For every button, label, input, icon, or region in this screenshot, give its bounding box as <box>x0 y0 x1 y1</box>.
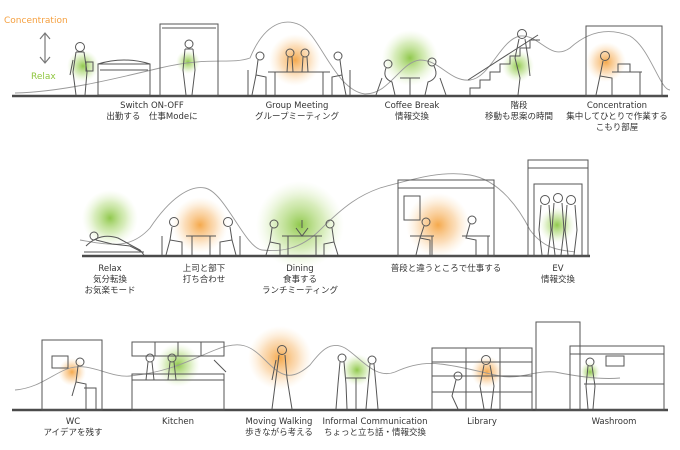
scene-washroom <box>536 322 664 410</box>
label-kitchen-en: Kitchen <box>162 417 194 428</box>
label-ev-en: EV <box>541 264 575 275</box>
label-relax-en: Relax <box>84 264 135 275</box>
label-dining-jp2: ランチミーティング <box>262 286 338 297</box>
label-coffee-break: Coffee Break 情報交換 <box>385 101 440 123</box>
label-stairs-jp: 移動も思案の時間 <box>485 112 553 123</box>
label-washroom-en: Washroom <box>592 417 637 428</box>
label-relax: Relax 気分転換 お気楽モード <box>84 264 135 297</box>
label-kitchen: Kitchen <box>162 417 194 428</box>
label-meeting-boss-en: 上司と部下 <box>183 264 226 275</box>
label-washroom: Washroom <box>592 417 637 428</box>
label-meeting-boss: 上司と部下 打ち合わせ <box>183 264 226 286</box>
label-stairs: 階段 移動も思案の時間 <box>485 101 553 123</box>
label-group-meeting-jp: グループミーティング <box>255 112 339 123</box>
legend-arrow <box>40 33 50 63</box>
label-switch-en: Switch ON-OFF <box>106 101 197 112</box>
label-moving-walking: Moving Walking 歩きながら考える <box>245 417 313 439</box>
label-coffee-break-jp: 情報交換 <box>385 112 440 123</box>
label-group-meeting: Group Meeting グループミーティング <box>255 101 339 123</box>
label-informal-en: Informal Communication <box>323 417 428 428</box>
label-switch-jp: 出勤する 仕事Modeに <box>106 112 197 123</box>
label-informal: Informal Communication ちょっと立ち話・情報交換 <box>323 417 428 439</box>
label-library: Library <box>467 417 497 428</box>
label-dining: Dining 食事する ランチミーティング <box>262 264 338 297</box>
label-concentration: Concentration 集中してひとりで作業する こもり部屋 <box>566 101 668 134</box>
label-ev-jp: 情報交換 <box>541 275 575 286</box>
label-wc: WC アイデアを残す <box>43 417 102 439</box>
label-coffee-break-en: Coffee Break <box>385 101 440 112</box>
label-concentration-jp: 集中してひとりで作業する <box>566 112 668 123</box>
label-informal-jp: ちょっと立ち話・情報交換 <box>323 428 428 439</box>
label-different-place-jp: 普段と違うところで仕事する <box>391 264 502 275</box>
legend-relax: Relax <box>31 72 56 82</box>
label-moving-walking-jp: 歩きながら考える <box>245 428 313 439</box>
label-wc-en: WC <box>43 417 102 428</box>
legend-concentration: Concentration <box>4 16 68 26</box>
label-relax-jp: 気分転換 <box>84 275 135 286</box>
label-library-en: Library <box>467 417 497 428</box>
label-dining-en: Dining <box>262 264 338 275</box>
label-dining-jp: 食事する <box>262 275 338 286</box>
label-concentration-en: Concentration <box>566 101 668 112</box>
label-group-meeting-en: Group Meeting <box>255 101 339 112</box>
label-wc-jp: アイデアを残す <box>43 428 102 439</box>
label-switch: Switch ON-OFF 出勤する 仕事Modeに <box>106 101 197 123</box>
label-moving-walking-en: Moving Walking <box>245 417 313 428</box>
label-ev: EV 情報交換 <box>541 264 575 286</box>
label-different-place: 普段と違うところで仕事する <box>391 264 502 275</box>
label-concentration-jp2: こもり部屋 <box>566 123 668 134</box>
label-stairs-en: 階段 <box>485 101 553 112</box>
label-relax-jp2: お気楽モード <box>84 286 135 297</box>
label-meeting-boss-jp: 打ち合わせ <box>183 275 226 286</box>
